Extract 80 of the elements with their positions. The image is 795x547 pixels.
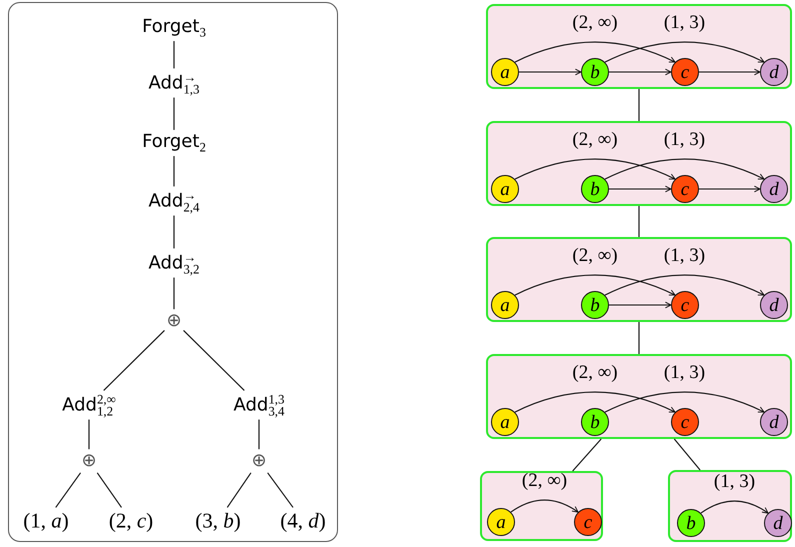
join-symbol: ⊕ — [79, 449, 99, 473]
graph-panel — [486, 4, 792, 89]
vertex-circle: a — [491, 408, 519, 436]
edge-label: (1, 3) — [664, 129, 706, 152]
tree-edge — [226, 472, 252, 508]
tree-edge — [173, 278, 175, 310]
tree-edge — [638, 206, 640, 237]
tree-edge — [638, 322, 640, 354]
edge-label: (1, 3) — [714, 471, 756, 493]
edge-label: (2, ∞) — [522, 470, 568, 492]
tree-edge — [638, 89, 640, 121]
vertex-circle: a — [491, 175, 519, 203]
vertex-circle: d — [764, 509, 792, 537]
edge-label: (2, ∞) — [572, 12, 618, 34]
vertex-circle: b — [677, 509, 705, 537]
vertex-circle: d — [760, 58, 788, 86]
edge-label: (1, 3) — [664, 245, 706, 268]
vertex-circle: d — [760, 175, 788, 203]
vertex-circle: c — [671, 408, 699, 436]
curved-arrow — [604, 392, 765, 413]
tree-edge — [173, 41, 175, 68]
vertex-circle: b — [581, 58, 609, 86]
tree-edge — [572, 438, 602, 472]
edge-label: (1, 3) — [664, 362, 706, 384]
arrow — [609, 186, 672, 192]
graph-panel — [668, 470, 792, 542]
vertex-circle: c — [671, 175, 699, 203]
arrow — [609, 302, 672, 308]
arrow — [699, 186, 760, 192]
operation-label: Forget$_{3}$ — [140, 14, 208, 42]
curved-arrow — [514, 158, 676, 180]
curved-arrow — [604, 274, 765, 296]
curved-arrow — [514, 274, 676, 296]
tree-edge — [96, 472, 122, 508]
graph-panel — [486, 237, 792, 322]
edge-label: (2, ∞) — [572, 245, 618, 268]
vertex-circle: d — [760, 408, 788, 436]
edge-label: (2, ∞) — [572, 129, 618, 152]
operation-label: Forget$_{2}$ — [140, 130, 208, 156]
edge-label: (1, 3) — [664, 12, 706, 34]
curved-arrow — [604, 42, 765, 63]
leaf-label: (4, d) — [278, 507, 328, 535]
tree-edge — [173, 156, 175, 186]
tree-edge — [258, 420, 260, 450]
curved-arrow — [514, 392, 676, 413]
vertex-circle: a — [491, 291, 519, 319]
tree-edge — [674, 438, 700, 470]
tree-edge — [55, 472, 81, 508]
vertex-circle: b — [581, 175, 609, 203]
curved-arrow — [514, 42, 676, 63]
vertex-circle: c — [671, 291, 699, 319]
vertex-circle: b — [581, 408, 609, 436]
tree-edge — [88, 420, 90, 450]
vertex-circle: d — [760, 291, 788, 319]
vertex-circle: a — [487, 508, 515, 536]
arrow — [699, 68, 760, 76]
tree-panel — [8, 2, 338, 542]
tree-edge — [267, 472, 294, 508]
graph-panel — [486, 121, 792, 206]
curved-arrow — [604, 158, 765, 180]
graph-panel — [480, 471, 603, 541]
arrow — [519, 68, 582, 76]
vertex-circle: a — [491, 58, 519, 86]
vertex-circle: c — [574, 508, 602, 536]
graph-panel — [486, 354, 792, 439]
tree-edge — [173, 98, 175, 130]
leaf-label: (2, c) — [106, 507, 156, 535]
tree-edge — [173, 216, 175, 248]
curved-arrow — [700, 500, 769, 514]
tree-edge — [103, 330, 165, 391]
arrow — [609, 68, 672, 76]
join-symbol: ⊕ — [249, 449, 269, 473]
curved-arrow — [510, 500, 579, 513]
join-symbol: ⊕ — [164, 309, 184, 333]
tree-edge — [183, 330, 245, 391]
edge-label: (2, ∞) — [572, 362, 618, 384]
vertex-circle: b — [581, 291, 609, 319]
leaf-label: (3, b) — [193, 507, 243, 535]
leaf-label: (1, a) — [21, 507, 71, 535]
vertex-circle: c — [671, 58, 699, 86]
